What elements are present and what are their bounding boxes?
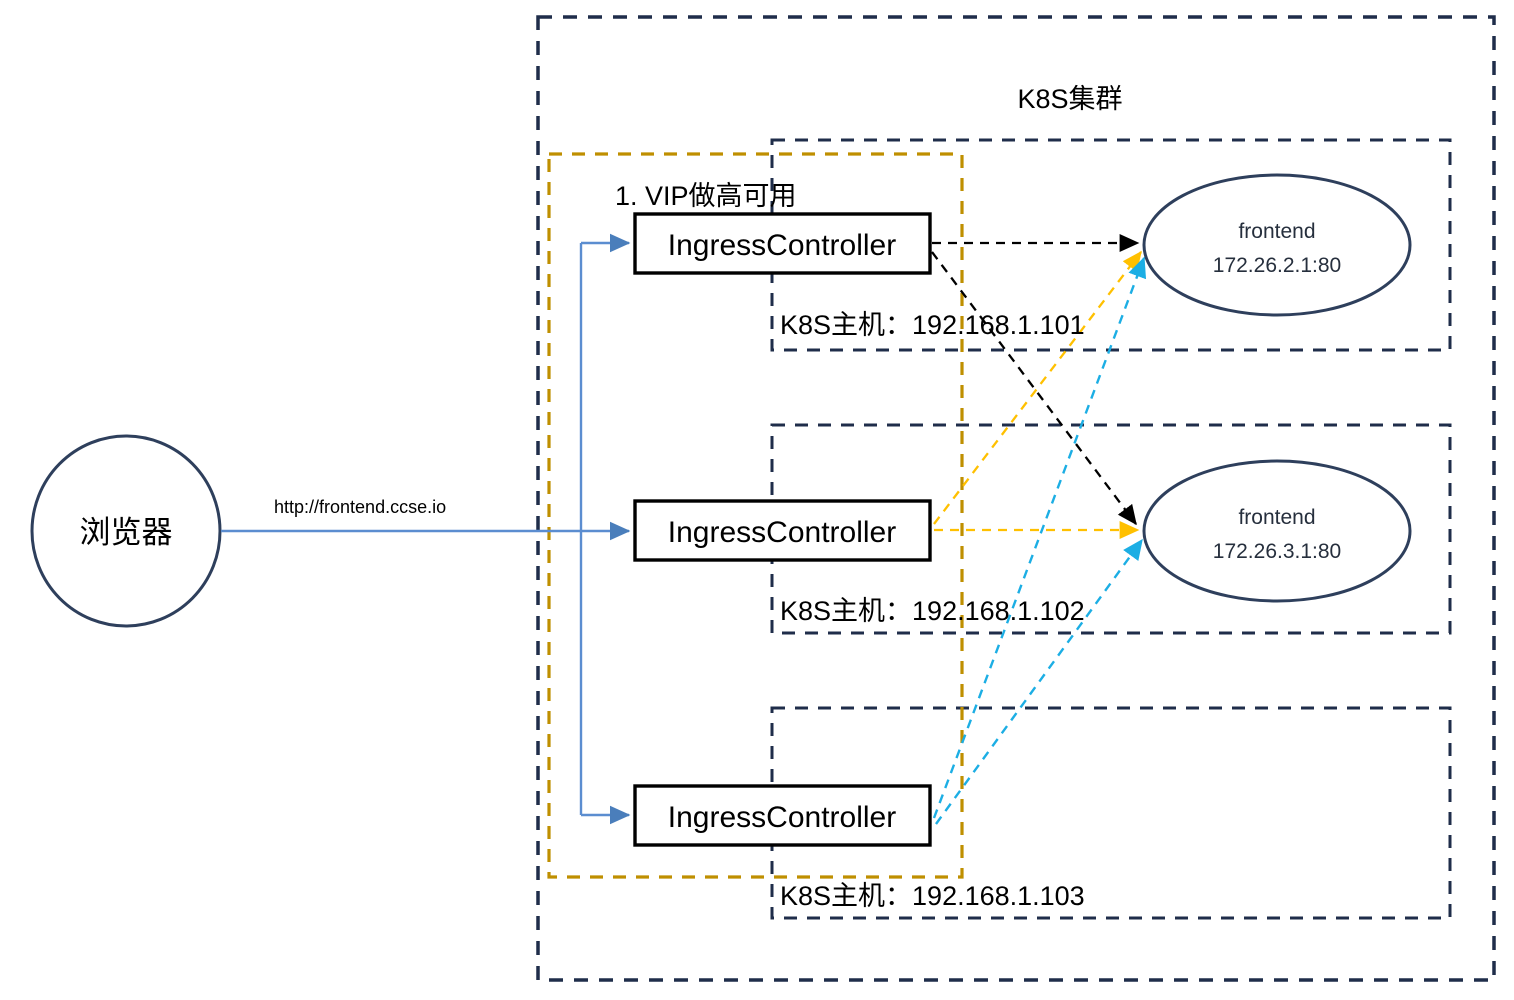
k8s-cluster-title: K8S集群	[1017, 84, 1122, 114]
edge-controller3-endpoint1	[932, 256, 1147, 819]
edge-controller1-endpoint2	[931, 251, 1137, 526]
vip-group-boundary	[547, 152, 964, 879]
host-box-3	[770, 706, 1452, 920]
host-label-3: K8S主机：192.168.1.103	[780, 881, 1085, 911]
endpoint-node-2[interactable]	[1142, 459, 1412, 603]
client-link-label: http://frontend.ccse.io	[274, 497, 446, 517]
ingress-controller-2[interactable]	[633, 499, 932, 562]
vip-group-label: 1. VIP做高可用	[615, 181, 797, 211]
host-box-1	[770, 138, 1452, 352]
k8s-cluster-boundary	[536, 15, 1496, 982]
endpoint-2-address: 172.26.3.1:80	[1213, 540, 1341, 563]
ingress-controller-1-label: IngressController	[668, 229, 896, 262]
ingress-controller-3[interactable]	[633, 784, 932, 847]
ingress-controller-2-label: IngressController	[668, 516, 896, 549]
host-label-1: K8S主机：192.168.1.101	[780, 310, 1085, 340]
endpoint-1-name: frontend	[1238, 220, 1315, 243]
browser-label: 浏览器	[80, 515, 173, 550]
ingress-controller-1[interactable]	[633, 212, 932, 275]
endpoint-2-name: frontend	[1238, 506, 1315, 529]
host-label-2: K8S主机：192.168.1.102	[780, 596, 1085, 626]
edge-controller2-endpoint1	[933, 250, 1142, 525]
browser-node[interactable]	[30, 434, 222, 628]
ingress-controller-3-label: IngressController	[668, 801, 896, 834]
endpoint-1-address: 172.26.2.1:80	[1213, 254, 1341, 277]
endpoint-node-1[interactable]	[1142, 173, 1412, 317]
edge-controller3-endpoint2	[935, 538, 1143, 825]
